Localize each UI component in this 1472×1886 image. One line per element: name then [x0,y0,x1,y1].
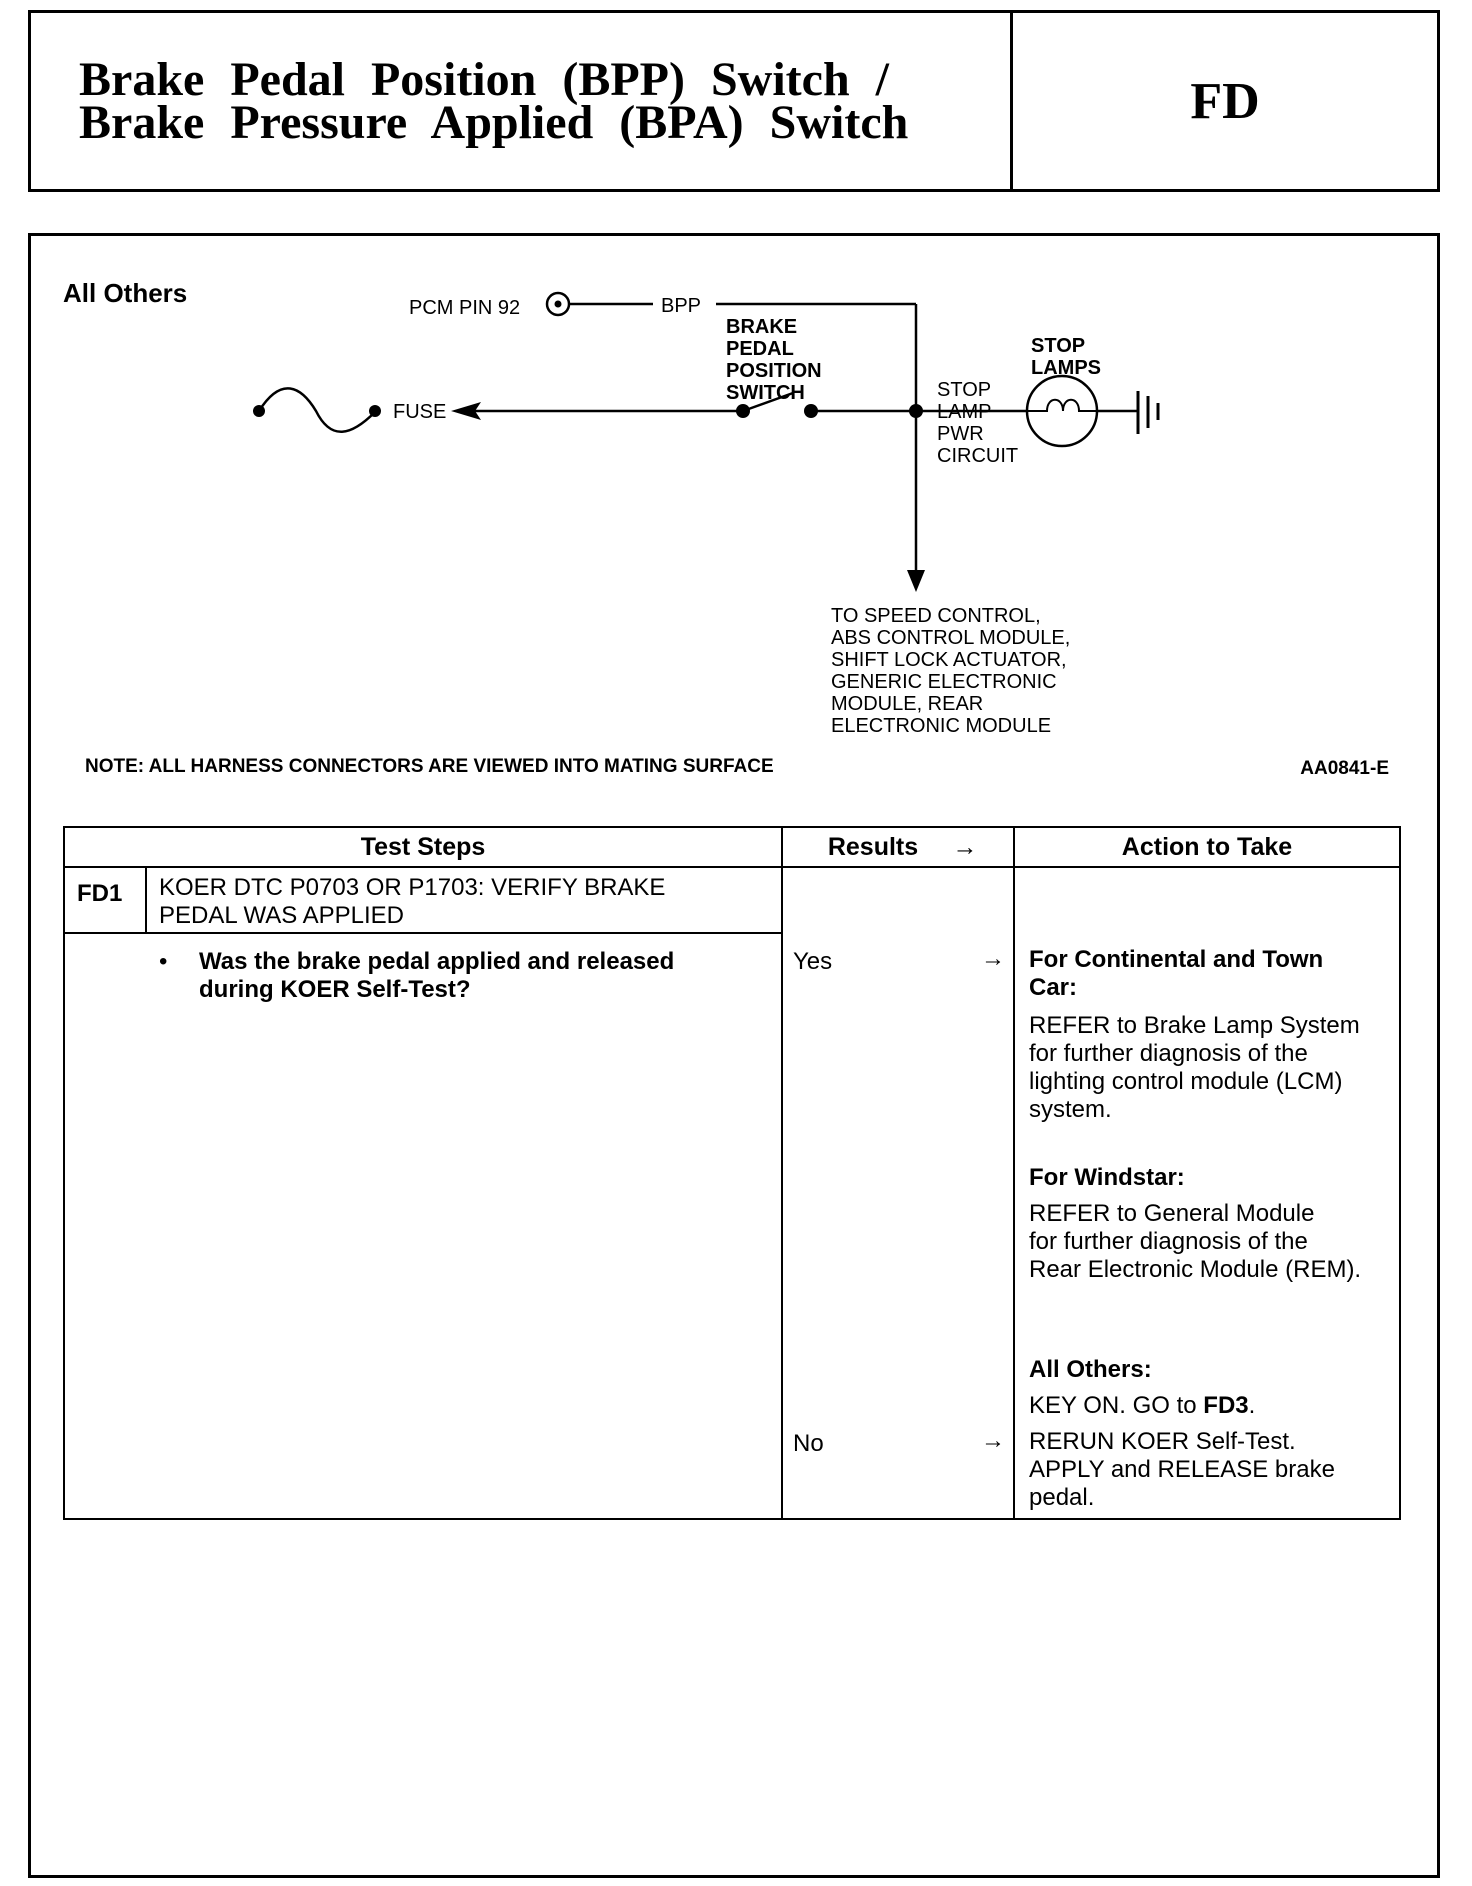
switch-icon [742,391,794,413]
yes-arrow-icon: → [981,945,1005,972]
to-label-1: TO SPEED CONTROL, [831,605,1041,627]
circuit-label-3: PWR [937,423,984,445]
page-title: Brake Pedal Position (BPP) Switch / Brak… [79,56,908,147]
section-label: All Others [63,278,188,308]
page-header: Brake Pedal Position (BPP) Switch / Brak… [28,10,1440,192]
title-line-2: Brake Pressure Applied (BPA) Switch [79,96,909,149]
to-label-4: GENERIC ELECTRONIC [831,671,1057,693]
step-title-line-1: KOER DTC P0703 OR P1703: VERIFY BRAKE [159,874,666,901]
no-arrow-icon: → [981,1427,1005,1454]
step-title: KOER DTC P0703 OR P1703: VERIFY BRAKE PE… [159,874,665,930]
switch-label-4: SWITCH [726,382,805,404]
connector-note: NOTE: ALL HARNESS CONNECTORS ARE VIEWED … [85,756,774,777]
continental-text-line-3: lighting control module (LCM) [1029,1068,1343,1095]
divider [1013,828,1015,1518]
title-box: Brake Pedal Position (BPP) Switch / Brak… [31,13,1013,189]
to-label-2: ABS CONTROL MODULE, [831,627,1070,649]
content-frame: All Others PCM PIN 92 [28,233,1440,1878]
windstar-text-line-3: Rear Electronic Module (REM). [1029,1256,1362,1283]
divider [781,828,783,1518]
windstar-text-line-2: for further diagnosis of the [1029,1228,1308,1255]
continental-heading-line-2: Car: [1029,974,1078,1001]
header-results: Results [827,832,919,861]
windstar-heading: For Windstar: [1029,1164,1185,1191]
header-action: Action to Take [1121,832,1293,861]
result-no: No [793,1430,824,1457]
header-test-steps: Test Steps [360,832,486,861]
circuit-label-4: CIRCUIT [937,445,1018,467]
figure-reference: AA0841-E [1300,758,1389,779]
question: Was the brake pedal applied and released… [199,948,674,1004]
fuse-label: FUSE [393,401,446,423]
test-steps-table: Test Steps Results → Action to Take FD1 … [63,826,1401,1520]
no-action-line-1: RERUN KOER Self-Test. [1029,1428,1296,1455]
step-id: FD1 [77,880,123,907]
divider [65,932,781,934]
continental-text-line-4: system. [1029,1096,1112,1123]
fuse-icon [257,387,376,433]
pcm-pin-label: PCM PIN 92 [409,297,520,319]
stop-lamps-label-2: LAMPS [1031,357,1101,379]
left-arrow-icon [451,402,481,420]
step-title-line-2: PEDAL WAS APPLIED [159,902,404,929]
others-heading: All Others: [1029,1356,1152,1383]
wiring-diagram: PCM PIN 92 BPP FUSE BRAKE PEDAL POSITION… [253,291,1160,737]
windstar-text: REFER to General Module for further diag… [1029,1200,1361,1284]
switch-label-3: POSITION [726,360,822,382]
windstar-text-line-1: REFER to General Module [1029,1200,1315,1227]
down-arrow-icon [907,570,925,592]
circuit-label-2: LAMP [937,401,991,423]
question-line-2: during KOER Self-Test? [199,976,471,1003]
question-line-1: Was the brake pedal applied and released [199,948,675,975]
stop-lamps-label-1: STOP [1031,335,1085,357]
continental-text-line-2: for further diagnosis of the [1029,1040,1308,1067]
continental-text: REFER to Brake Lamp System for further d… [1029,1012,1360,1124]
to-label-3: SHIFT LOCK ACTUATOR, [831,649,1067,671]
continental-text-line-1: REFER to Brake Lamp System [1029,1012,1360,1039]
title-line-1: Brake Pedal Position (BPP) Switch / [79,53,889,106]
others-text-step-ref: FD3 [1203,1392,1249,1419]
table-header-row: Test Steps Results → Action to Take [65,828,1399,868]
no-action-line-2: APPLY and RELEASE brake [1029,1456,1335,1483]
circuit-label-1: STOP [937,379,991,401]
others-text-pre: KEY ON. GO to [1029,1392,1204,1419]
switch-label-1: BRAKE [726,316,797,338]
header-arrow: → [952,832,978,861]
switch-label-2: PEDAL [726,338,794,360]
others-text-post: . [1248,1392,1256,1419]
no-action-line-3: pedal. [1029,1484,1095,1511]
others-text: KEY ON. GO to FD3. [1029,1392,1255,1420]
no-action-text: RERUN KOER Self-Test. APPLY and RELEASE … [1029,1428,1335,1512]
section-code: FD [1190,72,1260,130]
to-label-5: MODULE, REAR [831,693,983,715]
divider [145,868,147,934]
to-label-6: ELECTRONIC MODULE [831,715,1051,737]
continental-heading: For Continental and Town Car: [1029,946,1323,1002]
continental-heading-line-1: For Continental and Town [1029,946,1324,973]
bullet: • [159,948,168,975]
result-yes: Yes [793,948,833,975]
bpp-label: BPP [661,295,701,317]
